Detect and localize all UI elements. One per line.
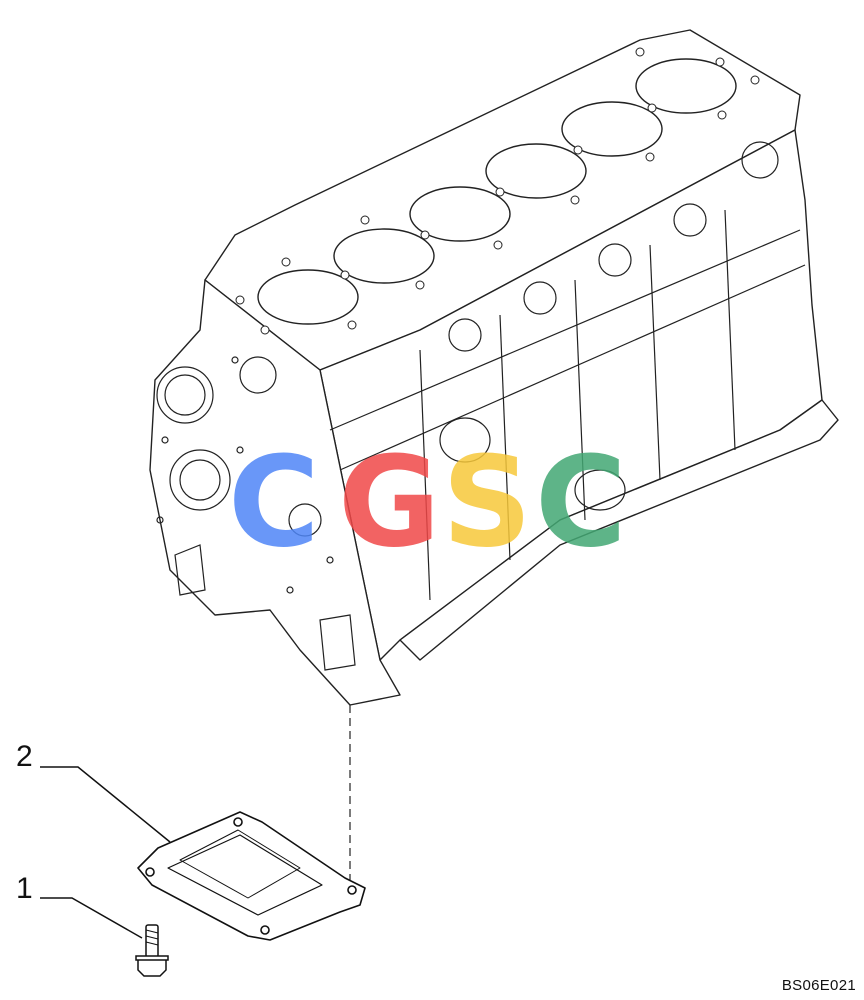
callout-label-2: 2 <box>16 740 33 773</box>
cylinder-bore <box>561 101 663 157</box>
watermark: C G S C <box>228 430 627 575</box>
cylinder-bore <box>333 228 435 284</box>
watermark-letter: G <box>338 430 441 575</box>
engine-block <box>149 29 839 706</box>
bolt-shank <box>145 924 159 958</box>
cover-plate-hole <box>260 925 270 935</box>
bolt-thread <box>145 929 159 946</box>
cylinder-bore <box>485 143 587 199</box>
bolt-flange <box>135 955 169 961</box>
cylinder-bores <box>257 58 737 325</box>
watermark-letter: C <box>228 430 320 575</box>
cover-plate-hole <box>233 817 243 827</box>
cylinder-bore <box>635 58 737 114</box>
watermark-letter: C <box>535 430 627 575</box>
drawing-reference-code: BS06E021 <box>781 977 856 994</box>
deck-holes <box>235 47 760 335</box>
engine-block-rail <box>399 399 839 661</box>
cylinder-bore <box>257 269 359 325</box>
cover-plate-inner <box>167 834 323 916</box>
block-front-details <box>156 356 356 671</box>
cover-plate-hole <box>145 867 155 877</box>
cover-plate-hole <box>347 885 357 895</box>
watermark-letter: S <box>442 430 532 575</box>
callout-leader-1 <box>40 897 143 939</box>
cover-plate-raised <box>179 829 301 899</box>
bolt <box>135 924 169 977</box>
cover-plate <box>137 811 366 941</box>
block-side-ribs <box>329 141 806 601</box>
callout-leader-2 <box>40 766 171 843</box>
cylinder-bore <box>409 186 511 242</box>
callout-label-1: 1 <box>16 872 33 905</box>
engine-block-front-face <box>149 279 401 706</box>
cover-plate-outline <box>137 811 366 941</box>
